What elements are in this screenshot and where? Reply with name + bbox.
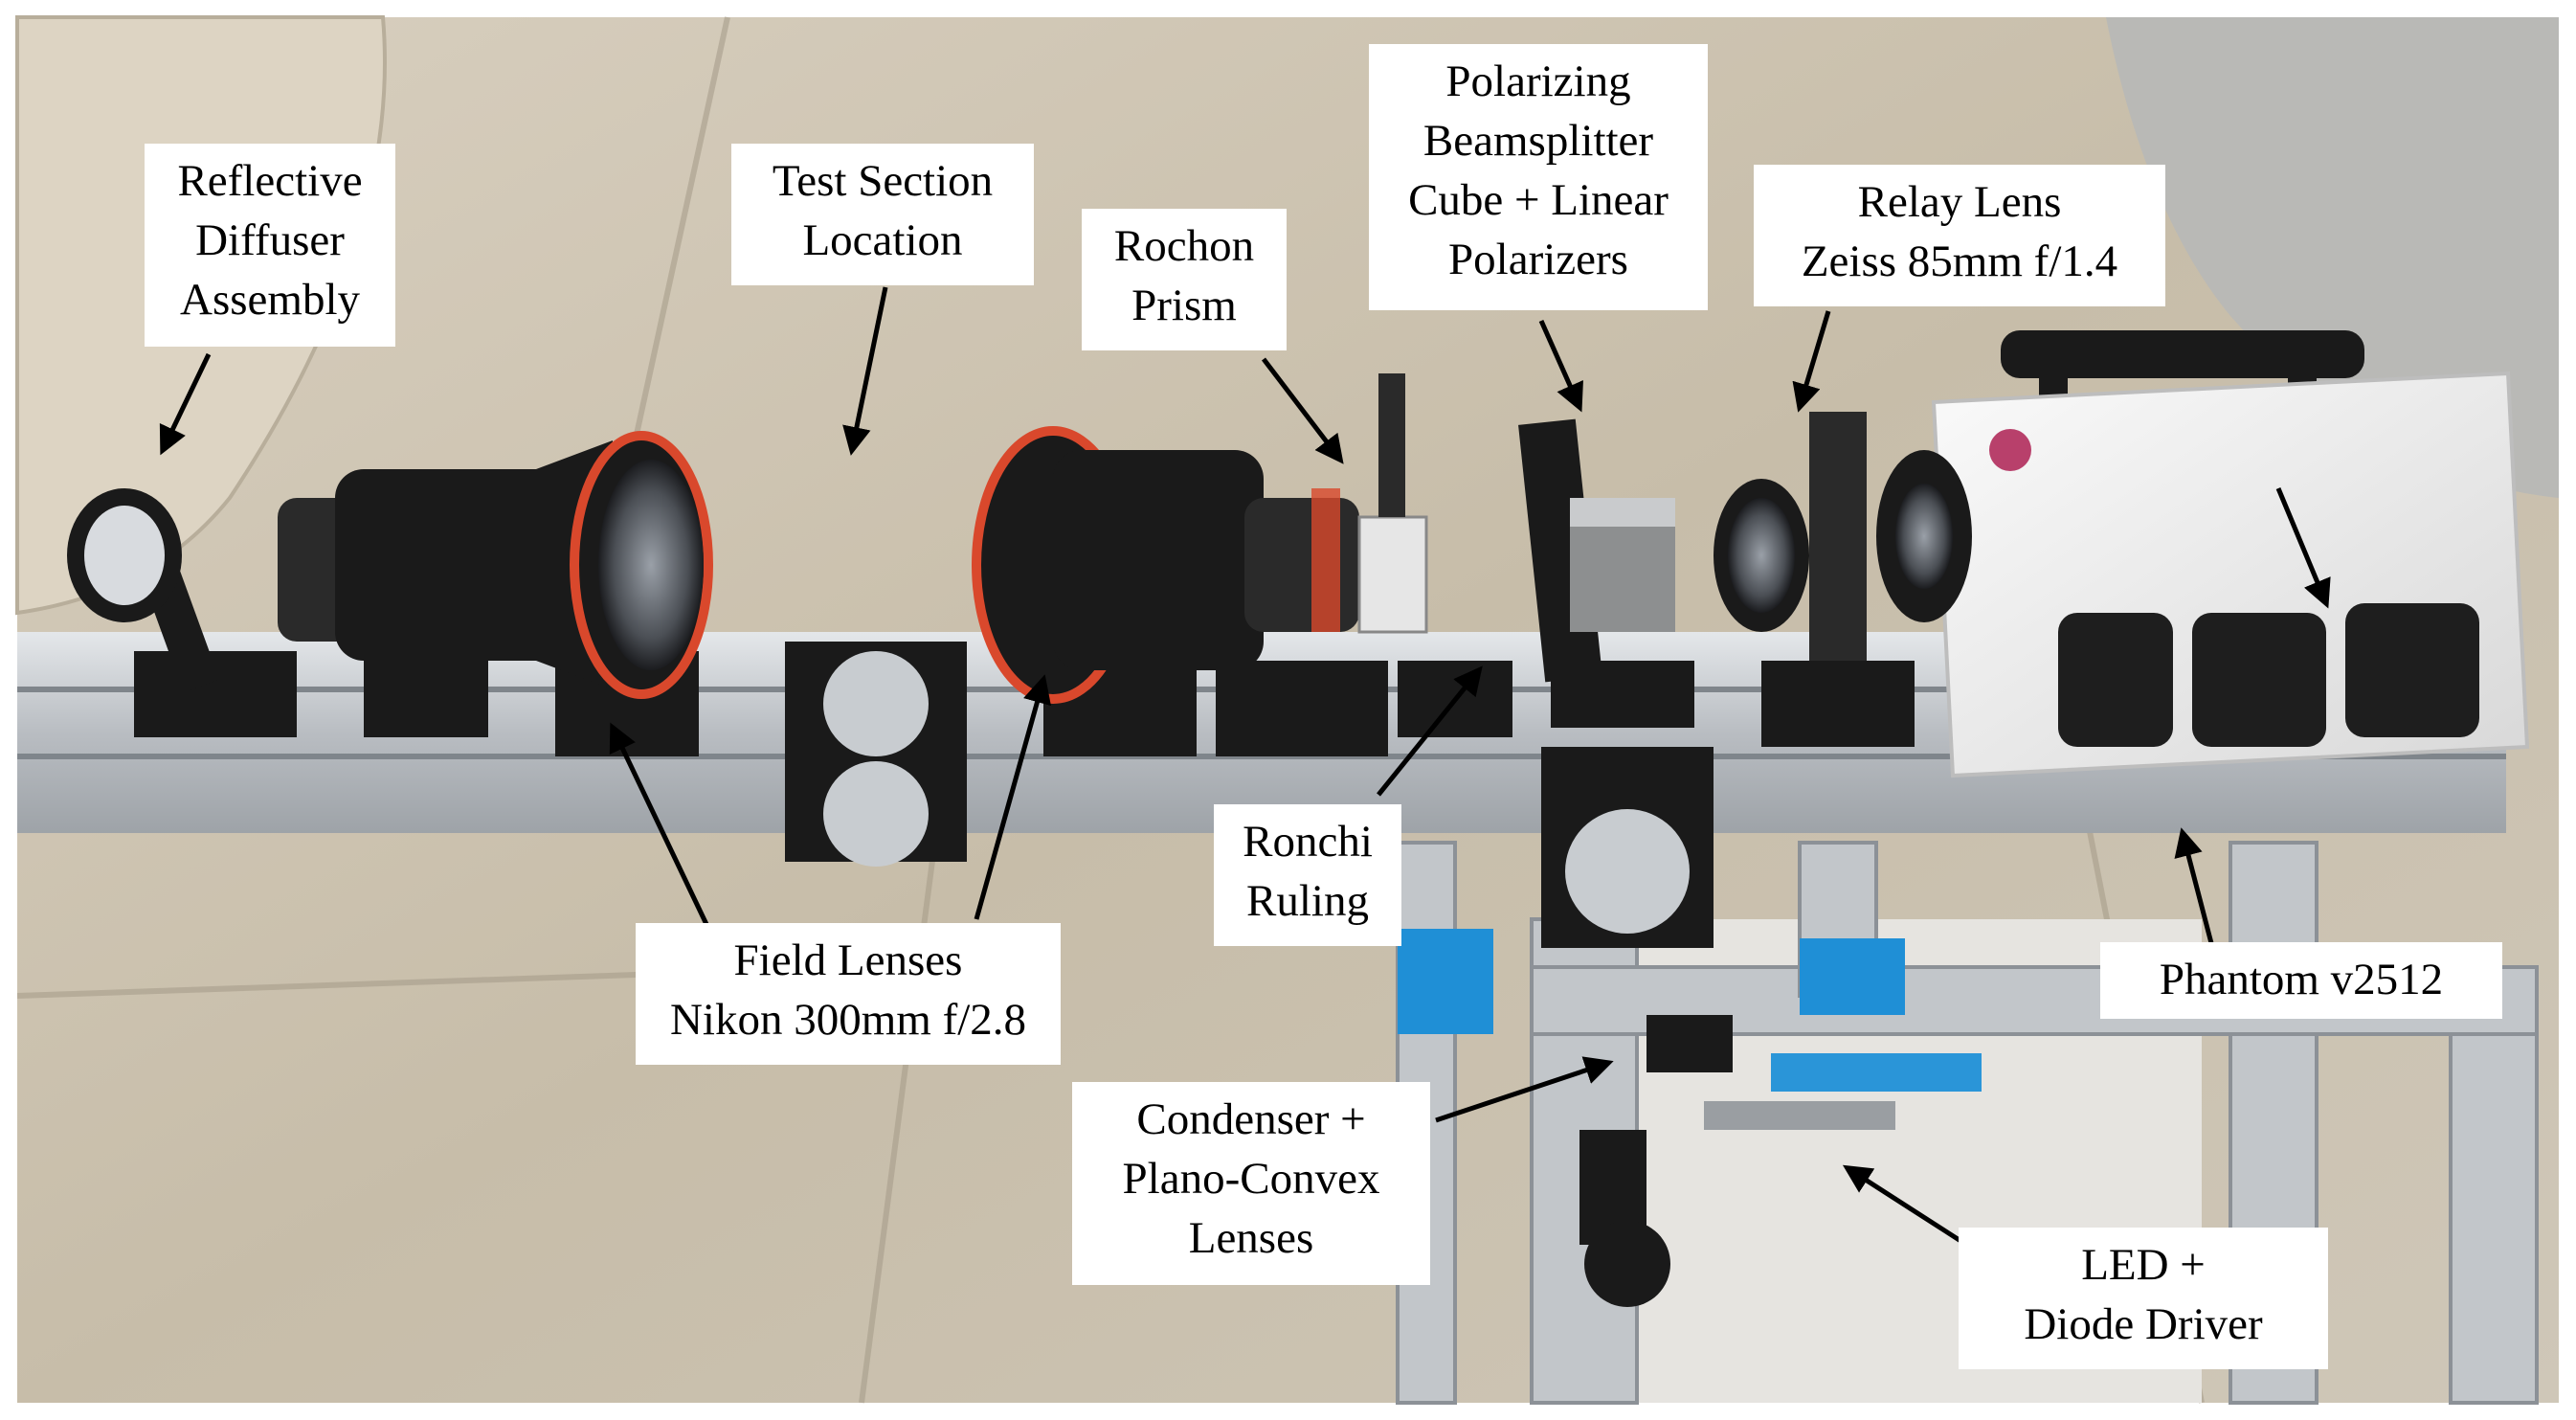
label-rochon-prism: Rochon Prism	[1082, 209, 1287, 350]
label-line: Plano-Convex	[1122, 1154, 1380, 1204]
arrow-test-section	[842, 286, 888, 456]
label-line: Test Section	[772, 156, 994, 206]
label-line: Relay Lens	[1857, 177, 2062, 227]
label-polarizing-cube: Polarizing Beamsplitter Cube + Linear Po…	[1369, 44, 1708, 310]
label-line: Assembly	[180, 275, 360, 325]
field-lens-left	[278, 431, 713, 756]
label-line: Location	[802, 215, 963, 265]
label-line: Beamsplitter	[1422, 116, 1654, 166]
diffuser-assembly	[67, 488, 297, 737]
test-section-cube	[785, 642, 967, 867]
arrow-ronchi	[1377, 665, 1483, 797]
arrow-diffuser	[159, 352, 212, 456]
label-field-lenses: Field Lenses Nikon 300mm f/2.8	[636, 923, 1061, 1065]
label-line: Ronchi	[1243, 817, 1373, 867]
label-line: Zeiss 85mm f/1.4	[1801, 237, 2118, 286]
blue-driver-board	[1771, 1053, 1982, 1092]
label-line: Lenses	[1188, 1213, 1314, 1263]
arrow-phantom-box	[2174, 827, 2214, 944]
label-line: Polarizing	[1445, 56, 1631, 106]
arrow-phantom	[2275, 487, 2331, 609]
condenser-lenses	[1579, 1015, 1895, 1307]
label-line: Cube + Linear	[1408, 175, 1669, 225]
field-lens-right	[972, 426, 1359, 756]
label-line: Phantom v2512	[2159, 955, 2444, 1004]
label-line: Reflective	[177, 156, 363, 206]
arrow-rochon	[1262, 357, 1344, 464]
polarizing-beamsplitter	[1518, 418, 1714, 948]
label-line: Rochon	[1113, 221, 1255, 271]
relay-lens	[1714, 412, 1915, 747]
label-phantom: Phantom v2512	[2100, 942, 2502, 1019]
label-line: Diffuser	[195, 215, 345, 265]
label-reflective-diffuser: Reflective Diffuser Assembly	[145, 144, 395, 347]
label-line: Field Lenses	[733, 935, 963, 985]
label-line: Diode Driver	[2024, 1299, 2263, 1349]
annotation-arrows	[159, 286, 2331, 1257]
label-line: Condenser +	[1136, 1094, 1366, 1144]
arrow-relay	[1792, 310, 1831, 413]
arrow-polarizing	[1538, 319, 1583, 413]
label-condenser: Condenser + Plano-Convex Lenses	[1072, 1082, 1430, 1285]
arrow-field-right	[974, 674, 1051, 920]
arrow-field-left	[609, 722, 716, 940]
blue-mount-right	[1800, 938, 1905, 1015]
arrow-condenser	[1435, 1056, 1614, 1123]
label-line: Prism	[1131, 281, 1237, 330]
label-line: Polarizers	[1448, 235, 1628, 284]
label-line: Nikon 300mm f/2.8	[669, 995, 1027, 1045]
label-test-section: Test Section Location	[731, 144, 1034, 285]
label-led: LED + Diode Driver	[1959, 1228, 2328, 1369]
label-ronchi-ruling: Ronchi Ruling	[1214, 804, 1401, 946]
blue-mount-left	[1398, 929, 1493, 1034]
phantom-camera	[1876, 330, 2530, 778]
label-relay-lens: Relay Lens Zeiss 85mm f/1.4	[1754, 165, 2165, 306]
label-line: LED +	[2081, 1240, 2206, 1290]
label-line: Ruling	[1246, 876, 1369, 926]
